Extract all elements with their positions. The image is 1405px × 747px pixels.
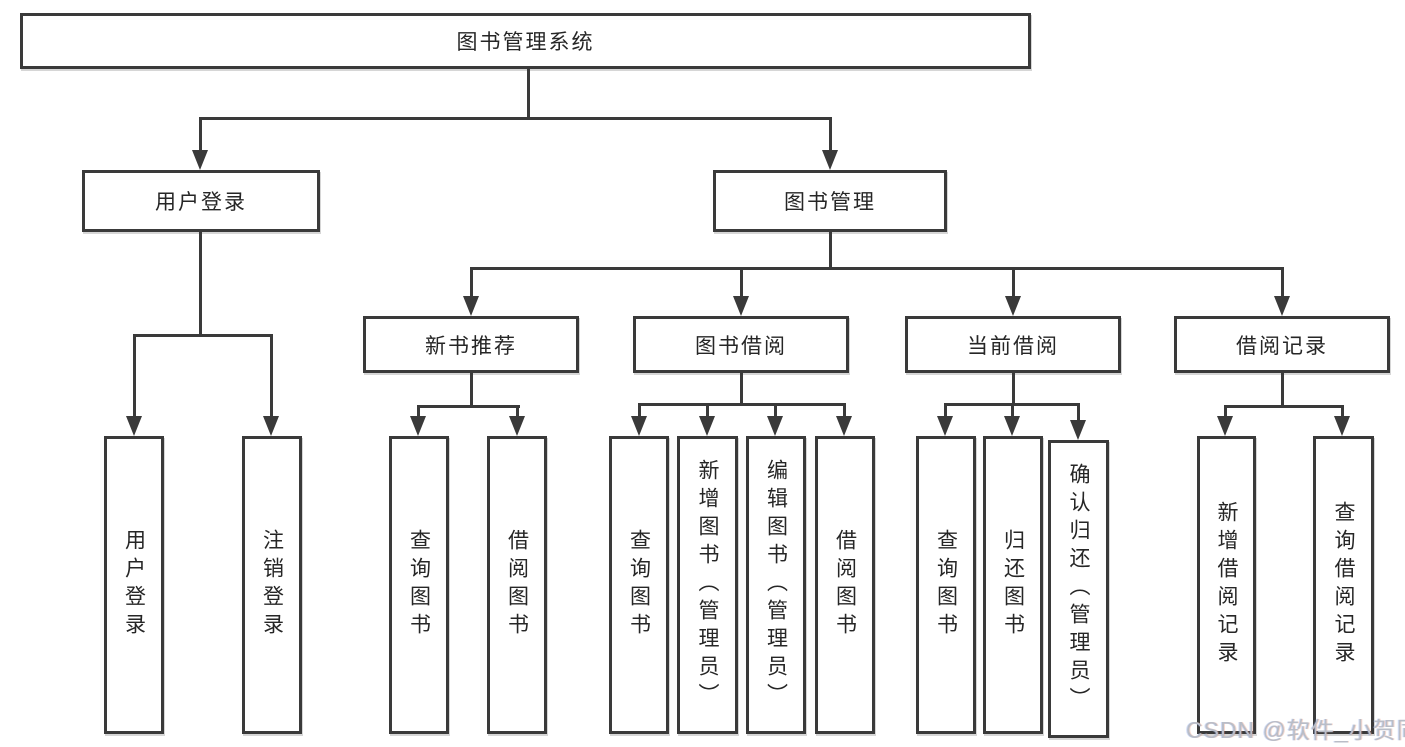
arrow-down-icon (1274, 296, 1290, 316)
arrow-down-icon (1005, 296, 1021, 316)
arrow-down-icon (836, 416, 852, 436)
connector-drop-user-login (199, 117, 202, 153)
node-book-borrow: 图书借阅 (633, 316, 849, 373)
node-new-book-recommend: 新书推荐 (363, 316, 579, 373)
connector-drop-level3 (470, 267, 473, 298)
arrow-down-icon (1004, 416, 1020, 436)
arrow-down-icon (192, 150, 208, 170)
leaf-query-books: 查询图书 (609, 436, 669, 734)
leaf-borrow-books: 借阅图书 (487, 436, 547, 734)
arrow-down-icon (822, 150, 838, 170)
connector-root-horizontal (199, 117, 832, 120)
connector-root-stub (527, 69, 530, 119)
connector-drop-leaf (1224, 405, 1227, 418)
arrow-down-icon (410, 416, 426, 436)
node-borrow-records: 借阅记录 (1174, 316, 1390, 373)
arrow-down-icon (126, 416, 142, 436)
arrow-down-icon (733, 296, 749, 316)
leaf-add-books-admin: 新增图书（管理员） (677, 436, 738, 734)
connector-drop-leaf (1341, 405, 1344, 418)
connector-drop-level3 (1012, 267, 1015, 298)
arrow-down-icon (937, 416, 953, 436)
connector-drop-leaf (843, 403, 846, 418)
connector-stub (1012, 373, 1015, 406)
connector-drop-leaf (133, 334, 136, 418)
leaf-confirm-return-admin: 确认归还（管理员） (1048, 440, 1109, 738)
arrow-down-icon (463, 296, 479, 316)
connector-user-login-horizontal (133, 334, 273, 337)
connector-drop-leaf (1077, 403, 1080, 422)
leaf-user-login: 用户登录 (104, 436, 164, 734)
node-user-login: 用户登录 (82, 170, 320, 232)
connector-drop-leaf (417, 405, 420, 418)
connector-drop-leaf (638, 403, 641, 418)
leaf-add-borrow-record: 新增借阅记录 (1197, 436, 1256, 734)
connector-drop-book-management (829, 117, 832, 153)
leaf-query-books: 查询图书 (916, 436, 976, 734)
leaf-return-books: 归还图书 (983, 436, 1043, 734)
arrow-down-icon (1217, 416, 1233, 436)
arrow-down-icon (509, 416, 525, 436)
connector-drop-leaf (516, 405, 519, 418)
connector-book-management-stub (829, 232, 832, 270)
connector-horizontal (638, 403, 846, 406)
connector-drop-level3 (740, 267, 743, 298)
node-library-management-system: 图书管理系统 (20, 13, 1031, 69)
connector-user-login-stub (199, 232, 202, 337)
arrow-down-icon (1070, 420, 1086, 440)
leaf-query-books: 查询图书 (389, 436, 449, 734)
connector-stub (740, 373, 743, 406)
connector-drop-leaf (706, 403, 709, 418)
node-book-management: 图书管理 (713, 170, 947, 232)
leaf-edit-books-admin: 编辑图书（管理员） (746, 436, 806, 734)
arrow-down-icon (631, 416, 647, 436)
csdn-watermark: CSDN @软件_小贺同学 (1186, 717, 1405, 743)
connector-stub (470, 373, 473, 408)
arrow-down-icon (767, 416, 783, 436)
arrow-down-icon (1334, 416, 1350, 436)
connector-horizontal (417, 405, 520, 408)
connector-stub (1281, 373, 1284, 408)
connector-drop-level3 (1281, 267, 1284, 298)
leaf-logout: 注销登录 (242, 436, 302, 734)
leaf-query-borrow-record: 查询借阅记录 (1313, 436, 1374, 734)
connector-horizontal (1224, 405, 1344, 408)
leaf-borrow-books: 借阅图书 (815, 436, 875, 734)
connector-level3-horizontal (470, 267, 1284, 270)
arrow-down-icon (263, 416, 279, 436)
connector-drop-leaf (944, 403, 947, 418)
node-current-borrow: 当前借阅 (905, 316, 1121, 373)
connector-drop-leaf (774, 403, 777, 418)
connector-drop-leaf (1011, 403, 1014, 418)
connector-drop-leaf (270, 334, 273, 418)
arrow-down-icon (699, 416, 715, 436)
